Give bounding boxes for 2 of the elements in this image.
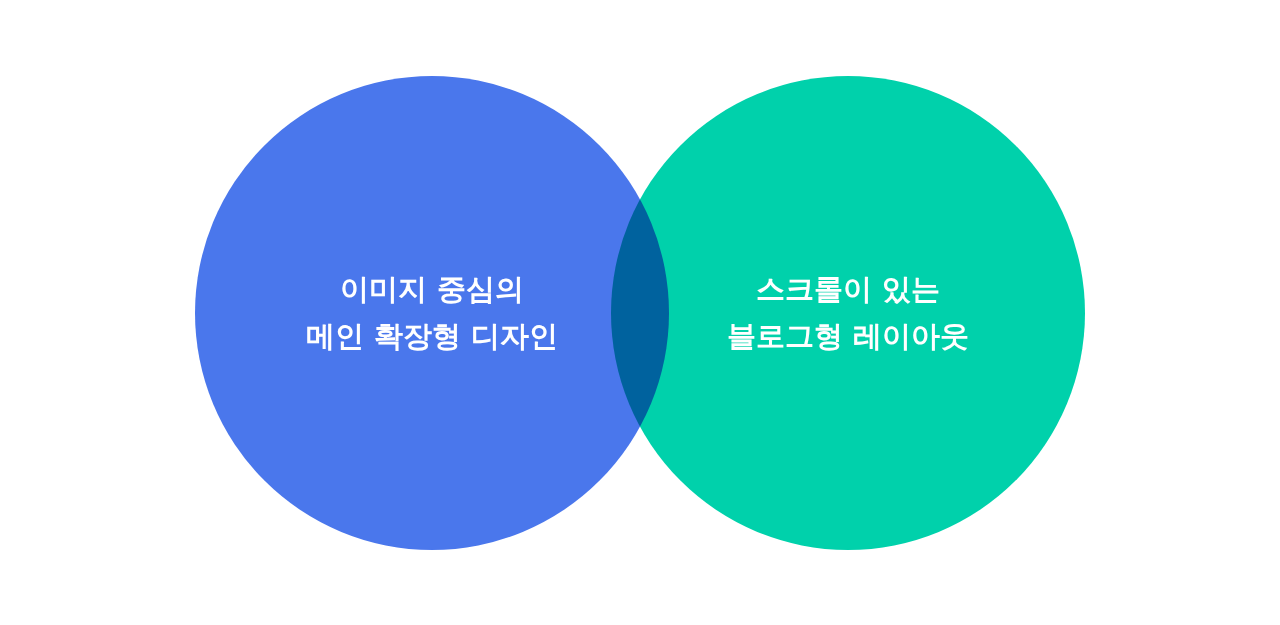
circle-label: 이미지 중심의 메인 확장형 디자인 (305, 270, 559, 355)
circle-label: 스크롤이 있는 블로그형 레이아웃 (726, 270, 970, 355)
